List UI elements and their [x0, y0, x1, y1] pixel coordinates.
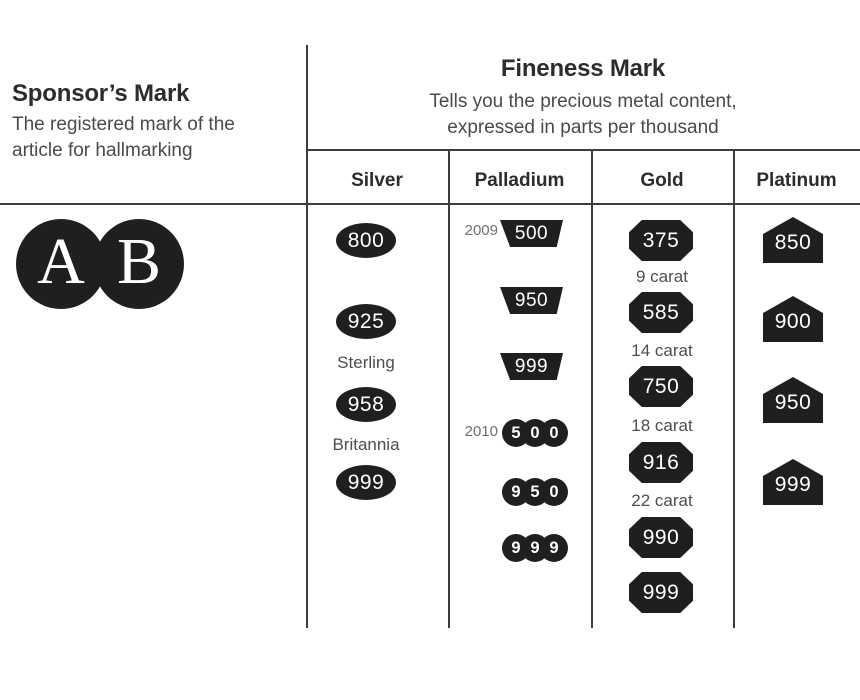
silver-mark-958: 958 — [336, 387, 396, 422]
palladium-circle-digit: 9 — [540, 534, 568, 562]
column-header-gold: Gold — [640, 170, 684, 191]
sponsor-subtitle-line2: article for hallmarking — [12, 140, 193, 161]
platinum-mark-999: 999 — [763, 459, 823, 505]
fineness-title: Fineness Mark — [500, 55, 666, 82]
gold-mark-585: 585 — [629, 292, 693, 333]
gold-caption-14-carat: 14 carat — [631, 341, 693, 360]
gold-mark-375: 375 — [629, 220, 693, 261]
fineness-subtitle-line2: expressed in parts per thousand — [447, 117, 719, 138]
gold-mark-990: 990 — [629, 517, 693, 558]
silver-caption-sterling: Sterling — [337, 353, 395, 372]
silver-mark-999: 999 — [336, 465, 396, 500]
palladium-circle-digit: 0 — [540, 478, 568, 506]
divider-palladium-gold — [591, 150, 593, 628]
column-header-palladium: Palladium — [474, 170, 565, 191]
palladium-year-2010: 2010 — [464, 423, 498, 440]
gold-mark-999: 999 — [629, 572, 693, 613]
fineness-subtitle-line1: Tells you the precious metal content, — [429, 91, 737, 112]
gold-mark-916: 916 — [629, 442, 693, 483]
sponsor-mark-circle-b: B — [94, 219, 184, 309]
platinum-mark-900: 900 — [763, 296, 823, 342]
gold-caption-22-carat: 22 carat — [631, 491, 693, 510]
palladium-circle-digit: 0 — [540, 419, 568, 447]
palladium-mark-2009-999: 999 — [500, 353, 563, 380]
gold-caption-9-carat: 9 carat — [636, 267, 688, 286]
divider-gold-platinum — [733, 150, 735, 628]
column-header-silver: Silver — [351, 170, 403, 191]
sponsor-title: Sponsor’s Mark — [12, 80, 190, 107]
gold-mark-750: 750 — [629, 366, 693, 407]
divider-silver-palladium — [448, 150, 450, 628]
platinum-mark-950: 950 — [763, 377, 823, 423]
header-underline — [0, 203, 860, 205]
sponsor-subtitle-line1: The registered mark of the — [12, 114, 235, 135]
palladium-year-2009: 2009 — [464, 222, 498, 239]
platinum-mark-850: 850 — [763, 217, 823, 263]
sponsor-letter-a: A — [37, 225, 85, 298]
main-vertical-divider — [306, 45, 308, 628]
gold-caption-18-carat: 18 carat — [631, 416, 693, 435]
sponsor-letter-b: B — [116, 225, 162, 298]
palladium-mark-2009-500: 500 — [500, 220, 563, 247]
fineness-underline — [306, 149, 860, 151]
silver-mark-800: 800 — [336, 223, 396, 258]
silver-caption-britannia: Britannia — [332, 435, 400, 454]
sponsor-mark-circle-a: A — [16, 219, 106, 309]
palladium-mark-2010-950: 9 5 0 — [502, 478, 568, 506]
palladium-mark-2009-950: 950 — [500, 287, 563, 314]
silver-mark-925: 925 — [336, 304, 396, 339]
palladium-mark-2010-999: 9 9 9 — [502, 534, 568, 562]
palladium-mark-2010-500: 5 0 0 — [502, 419, 568, 447]
column-header-platinum: Platinum — [756, 170, 837, 191]
